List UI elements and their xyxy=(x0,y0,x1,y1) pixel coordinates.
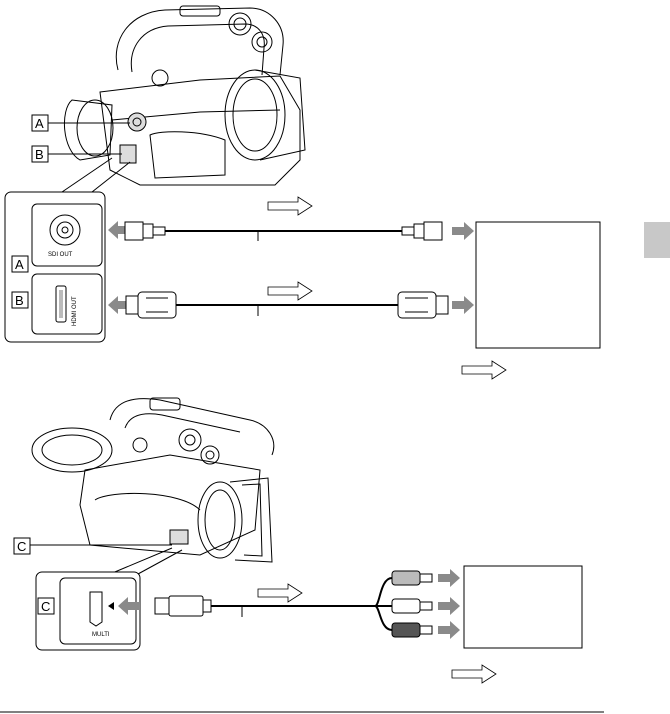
hdmi-cable xyxy=(108,292,474,318)
sdi-port-label: SDI OUT xyxy=(48,252,73,258)
hdmi-signal-direction-icon xyxy=(268,282,312,300)
detail-a-label: A xyxy=(15,257,24,272)
detail-c-label: C xyxy=(41,599,50,614)
sdi-signal-direction-icon xyxy=(268,197,312,215)
external-device-box-bottom xyxy=(464,566,582,648)
av-signal-direction-icon xyxy=(258,584,302,602)
multi-port-icon xyxy=(90,592,102,626)
section-side-tab xyxy=(644,222,670,258)
sdi-cable xyxy=(108,221,474,241)
legend-signal-flow-icon-bottom xyxy=(452,665,496,683)
camcorder-top-illustration xyxy=(64,6,305,185)
av-cable xyxy=(118,569,460,639)
external-device-box-top xyxy=(476,222,600,348)
hdmi-port-label: HDMI OUT xyxy=(72,296,78,326)
detail-b-label: B xyxy=(15,293,24,308)
hdmi-port-panel xyxy=(32,274,102,334)
legend-signal-flow-icon-top xyxy=(462,361,506,379)
callout-c-label: C xyxy=(17,539,26,554)
multi-port-label: MULTI xyxy=(92,632,110,638)
zoom-line-bottom-right xyxy=(138,550,182,574)
callout-a-label: A xyxy=(35,116,44,131)
callout-b-label: B xyxy=(35,147,44,162)
zoom-line-left xyxy=(62,158,112,192)
camcorder-bottom-illustration xyxy=(32,398,274,562)
